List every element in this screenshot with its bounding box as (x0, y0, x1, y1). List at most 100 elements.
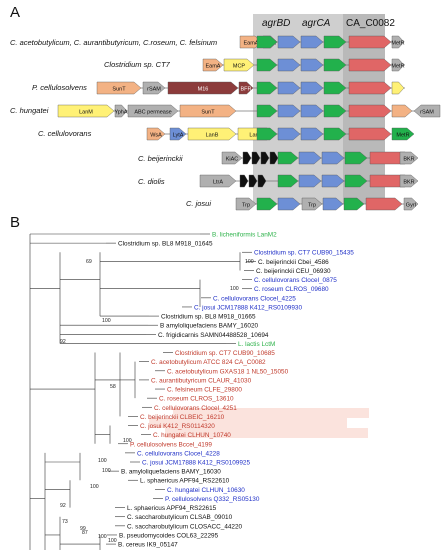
ca-c0082-gene-arrow (365, 197, 403, 211)
ca-c0082-gene-arrow (348, 104, 392, 118)
tree-leaf-label: B. licheniformis LanM2 (212, 232, 277, 239)
panel-label-a: A (10, 4, 20, 21)
agra-gene-arrow (344, 174, 368, 188)
organism-label: Clostridium sp. CT7 (104, 60, 171, 69)
tree-leaf-label: B. amyloliquefaciens BAMY_16030 (121, 469, 221, 476)
tree-leaf-label: L. sphaericus APF94_RS22610 (140, 478, 230, 485)
wsa-gene-arrow (146, 127, 166, 141)
bootstrap-value: 58 (110, 384, 116, 390)
tree-leaf-label: Clostridium sp. BL8 M918_01645 (118, 241, 213, 248)
ca-c0082-gene-arrow (348, 127, 392, 141)
small-gene-arrow (257, 174, 267, 188)
organism-label: C. acetobutylicum, C. aurantibutyricum, … (10, 38, 217, 47)
tree-leaf-label: C. roseum CLROS_13610 (159, 396, 234, 403)
agra-gene-arrow (323, 81, 347, 95)
agrb-gene-arrow (277, 151, 299, 165)
bootstrap-value: 100 (108, 538, 117, 544)
small-gene-arrow (269, 151, 279, 165)
tree-leaf-label: L. lactis LctM (238, 341, 275, 348)
bootstrap-value: 69 (86, 259, 92, 265)
organism-label: C. cellulovorans (38, 129, 92, 138)
small-gene-arrow (242, 151, 252, 165)
agrd-gene-arrow (277, 35, 301, 49)
tree-leaf-label: C. felsineum CLFE_29800 (167, 387, 242, 394)
bootstrap-value: 100 (102, 468, 111, 474)
agrc-gene-arrow (322, 197, 344, 211)
tree-leaf-label: Clostridium sp. CT7 CUB90_15435 (254, 250, 354, 257)
tree-leaf-label: C. beijerinckii Cbei_4586 (258, 259, 329, 266)
gene-label: LtrA (213, 180, 223, 186)
ca-c0082-gene-arrow (348, 81, 392, 95)
tree-leaf-label: C. cellulovorans Clocel_4228 (137, 450, 220, 457)
bootstrap-value: 99 (80, 526, 86, 532)
agrb-gene-arrow (256, 197, 278, 211)
gene-arrow (391, 104, 413, 118)
kiac-gene-arrow (221, 151, 243, 165)
small-gene-arrow (248, 174, 258, 188)
agra-gene-arrow (343, 197, 365, 211)
highlight-box (173, 408, 369, 418)
agrd-gene-arrow (277, 58, 301, 72)
metr-gene-arrow (391, 58, 405, 72)
agrb-gene-arrow (277, 174, 299, 188)
gene-label: LanM (79, 110, 93, 116)
tree-leaf-label: C. cellulovorans Clocel_4225 (213, 295, 296, 302)
abc-permease-gene-arrow (127, 104, 179, 118)
gene-label: EamA (244, 41, 259, 47)
gene-label: Trp (308, 203, 316, 209)
bootstrap-value: 100 (90, 484, 99, 490)
bootstrap-value: 100 (230, 286, 239, 292)
tree-leaf-label: C. beijerinckii CLBEIC_16210 (140, 414, 225, 421)
small-gene-arrow (260, 151, 270, 165)
sunt-gene-arrow (96, 81, 142, 95)
agrd-gene-arrow (277, 104, 301, 118)
tree-leaf-label: B. cereus IK9_05147 (118, 542, 178, 549)
tree-leaf-label: C. cellulovorans Clocel_4251 (154, 405, 237, 412)
tree-leaf-label: C. josui JCM17888 K412_RS0109930 (194, 304, 302, 311)
tree-leaf-label: B. pseudomycoides COL63_22295 (119, 532, 219, 539)
agrc-gene-arrow (300, 58, 324, 72)
tree-leaf-label: Clostridium sp. CT7 CUB90_10685 (175, 350, 275, 357)
bootstrap-value: 100 (98, 458, 107, 464)
tree-leaf-label: C. beijerinckii CEU_06930 (256, 268, 331, 275)
bootstrap-value: 100 (123, 438, 132, 444)
metr-gene-arrow (391, 35, 405, 49)
metr-gene-arrow (391, 127, 415, 141)
bootstrap-value: 100 (98, 534, 107, 540)
tree-leaf-label: P. cellulosolvens Q332_RS05130 (165, 496, 260, 503)
agrd-gene-arrow (277, 197, 301, 211)
bootstrap-value: 73 (62, 519, 68, 525)
bootstrap-value: 87 (82, 530, 88, 536)
gene-label: MetR (396, 133, 409, 139)
bootstrap-value: 100 (245, 259, 254, 265)
agrb-gene-arrow (256, 81, 278, 95)
gene-label: BKR (403, 157, 414, 163)
ca-c0082-gene-arrow (348, 35, 392, 49)
agrd-gene-arrow (277, 81, 301, 95)
tree-leaf-label: L. sphaericus APF94_RS22615 (127, 505, 217, 512)
gene-label: EamA (206, 64, 221, 70)
tree-leaf-label: C. josui K412_RS0114320 (140, 423, 215, 430)
panel-label-b: B (10, 214, 20, 231)
sunt-gene-arrow (179, 104, 237, 118)
ypha-gene-arrow (114, 104, 128, 118)
gene-label: WsA (150, 133, 162, 139)
agra-gene-arrow (344, 151, 368, 165)
organism-label: C. diolis (138, 177, 165, 186)
agra-gene-arrow (323, 35, 347, 49)
gene-arrow (391, 81, 405, 95)
gene-label: GyrI (406, 203, 417, 209)
gene-label: LanC (249, 133, 262, 139)
bfr-gene-arrow (238, 81, 254, 95)
agrd-gene-arrow (277, 127, 301, 141)
organism-label: C. josui (186, 199, 211, 208)
agrc-gene-arrow (300, 81, 324, 95)
bkr-gene-arrow (399, 151, 419, 165)
small-gene-arrow (251, 151, 261, 165)
phylogenetic-tree (29, 233, 256, 550)
agrd-gene-arrow (298, 174, 322, 188)
ltra-gene-arrow (199, 174, 237, 188)
